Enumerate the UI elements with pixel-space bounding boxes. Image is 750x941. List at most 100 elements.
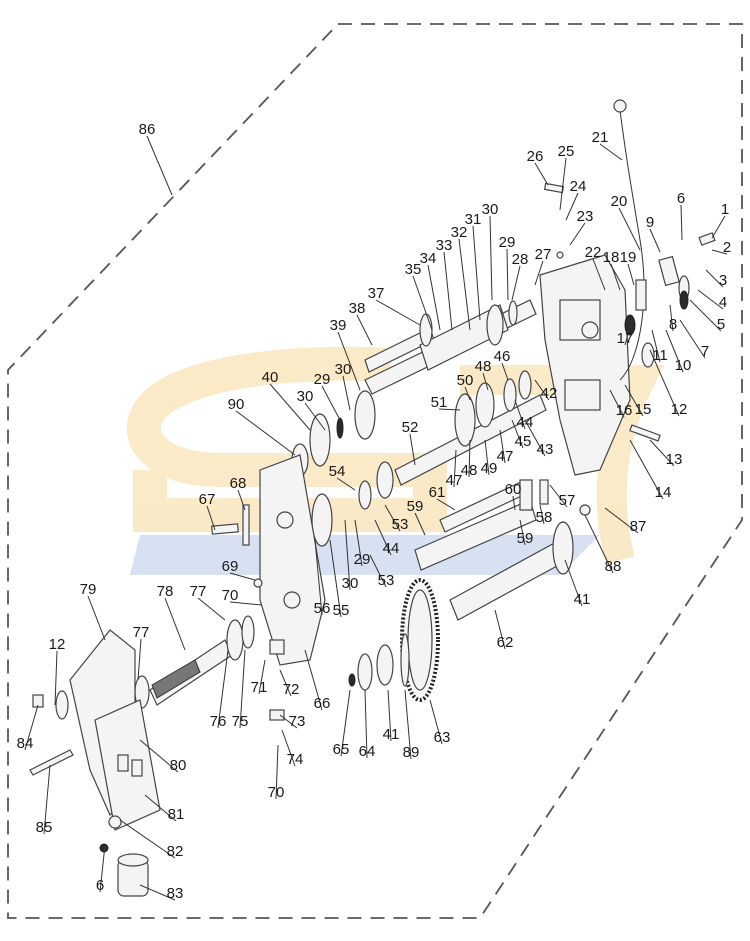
leader-line-14 — [629, 439, 664, 500]
leader-line-42 — [534, 379, 550, 401]
part-callout-75: 75 — [232, 713, 249, 730]
leader-line-40 — [269, 383, 311, 431]
leader-line-17 — [624, 319, 633, 346]
leader-line-39 — [337, 331, 361, 391]
part-callout-68: 68 — [230, 475, 247, 492]
leader-line-73 — [279, 714, 298, 729]
leader-line-18 — [610, 263, 621, 291]
main-housing — [539, 254, 631, 476]
part-callout-82: 82 — [167, 843, 184, 860]
part-callout-41: 41 — [383, 726, 400, 743]
leader-line-12 — [649, 349, 680, 417]
part-callout-83: 83 — [167, 885, 184, 902]
leader-line-41 — [564, 559, 583, 607]
part-callout-26: 26 — [527, 148, 544, 165]
part-callout-6: 6 — [677, 190, 685, 207]
leader-line-76 — [217, 649, 229, 729]
leader-line-90 — [235, 410, 296, 456]
part-callout-21: 21 — [592, 129, 609, 146]
leader-line-29 — [321, 385, 341, 421]
part-callout-17: 17 — [617, 330, 634, 347]
leader-line-64 — [364, 689, 368, 759]
part-callout-11: 11 — [652, 347, 668, 364]
part-callout-30: 30 — [342, 575, 359, 592]
leader-line-77 — [197, 597, 226, 621]
watermark-arc-orange-right — [460, 365, 665, 564]
part-callout-42: 42 — [541, 385, 558, 402]
center-plate — [259, 454, 326, 666]
callout-leader-lines — [24, 135, 728, 901]
leader-line-49 — [484, 439, 490, 476]
leader-line-62 — [494, 609, 506, 650]
leader-line-78 — [164, 597, 186, 651]
part-callout-54: 54 — [329, 463, 346, 480]
part-callout-80: 80 — [170, 757, 187, 774]
leader-line-6 — [680, 204, 683, 241]
leader-line-70 — [229, 601, 263, 606]
leader-line-19 — [627, 263, 635, 286]
part-callout-35: 35 — [405, 261, 422, 278]
leader-line-7 — [679, 319, 706, 359]
leader-line-21 — [599, 143, 623, 161]
part-callout-1: 1 — [721, 201, 729, 218]
leader-line-48 — [482, 372, 489, 391]
leader-line-44 — [514, 399, 526, 430]
leader-line-35 — [412, 275, 433, 331]
lower-shafts — [414, 479, 574, 621]
part-callout-63: 63 — [434, 729, 451, 746]
part-callout-14: 14 — [655, 484, 672, 501]
leader-line-30 — [342, 375, 351, 411]
leader-line-87 — [604, 507, 639, 534]
solenoid — [99, 815, 149, 897]
leader-line-34 — [427, 264, 441, 331]
part-callout-29: 29 — [354, 551, 371, 568]
part-callout-88: 88 — [605, 558, 622, 575]
leader-line-22 — [592, 258, 606, 291]
leader-line-60 — [512, 495, 516, 511]
leader-line-65 — [340, 689, 351, 757]
part-callout-53: 53 — [378, 572, 395, 589]
part-callout-48: 48 — [461, 462, 478, 479]
leader-line-70 — [275, 744, 279, 800]
part-callout-84: 84 — [17, 735, 34, 752]
part-callout-46: 46 — [494, 348, 511, 365]
part-callout-58: 58 — [536, 509, 553, 526]
leader-line-47 — [499, 429, 506, 464]
part-callout-66: 66 — [314, 695, 331, 712]
leader-line-16 — [609, 389, 625, 418]
leader-line-61 — [436, 498, 456, 511]
leader-line-24 — [565, 192, 579, 221]
leader-line-80 — [139, 739, 179, 773]
leader-line-2 — [711, 249, 728, 255]
part-callout-70: 70 — [222, 587, 239, 604]
part-callout-2: 2 — [723, 239, 731, 256]
left-housing — [29, 629, 161, 831]
right-small-parts — [624, 232, 716, 442]
leader-line-89 — [404, 689, 412, 760]
leader-line-69 — [229, 572, 256, 581]
part-callout-43: 43 — [537, 441, 554, 458]
leader-line-30 — [304, 402, 326, 431]
output-shaft — [134, 615, 255, 709]
leader-line-50 — [464, 386, 471, 401]
leader-line-45 — [511, 419, 524, 449]
leader-line-54 — [336, 477, 356, 491]
leader-line-57 — [549, 484, 568, 508]
part-callout-8: 8 — [669, 316, 677, 333]
part-callout-23: 23 — [577, 208, 594, 225]
part-callout-65: 65 — [333, 741, 350, 758]
leader-line-23 — [569, 222, 586, 246]
part-callout-5: 5 — [717, 316, 725, 333]
part-callout-44: 44 — [517, 414, 534, 431]
part-callout-18: 18 — [603, 249, 620, 266]
part-callout-10: 10 — [675, 357, 692, 374]
part-callout-74: 74 — [287, 751, 304, 768]
leader-line-32 — [458, 238, 471, 331]
leader-line-33 — [443, 251, 453, 331]
leader-line-20 — [618, 207, 641, 251]
leader-line-53 — [369, 554, 387, 588]
leader-line-6 — [99, 844, 106, 893]
part-callout-89: 89 — [403, 744, 420, 761]
